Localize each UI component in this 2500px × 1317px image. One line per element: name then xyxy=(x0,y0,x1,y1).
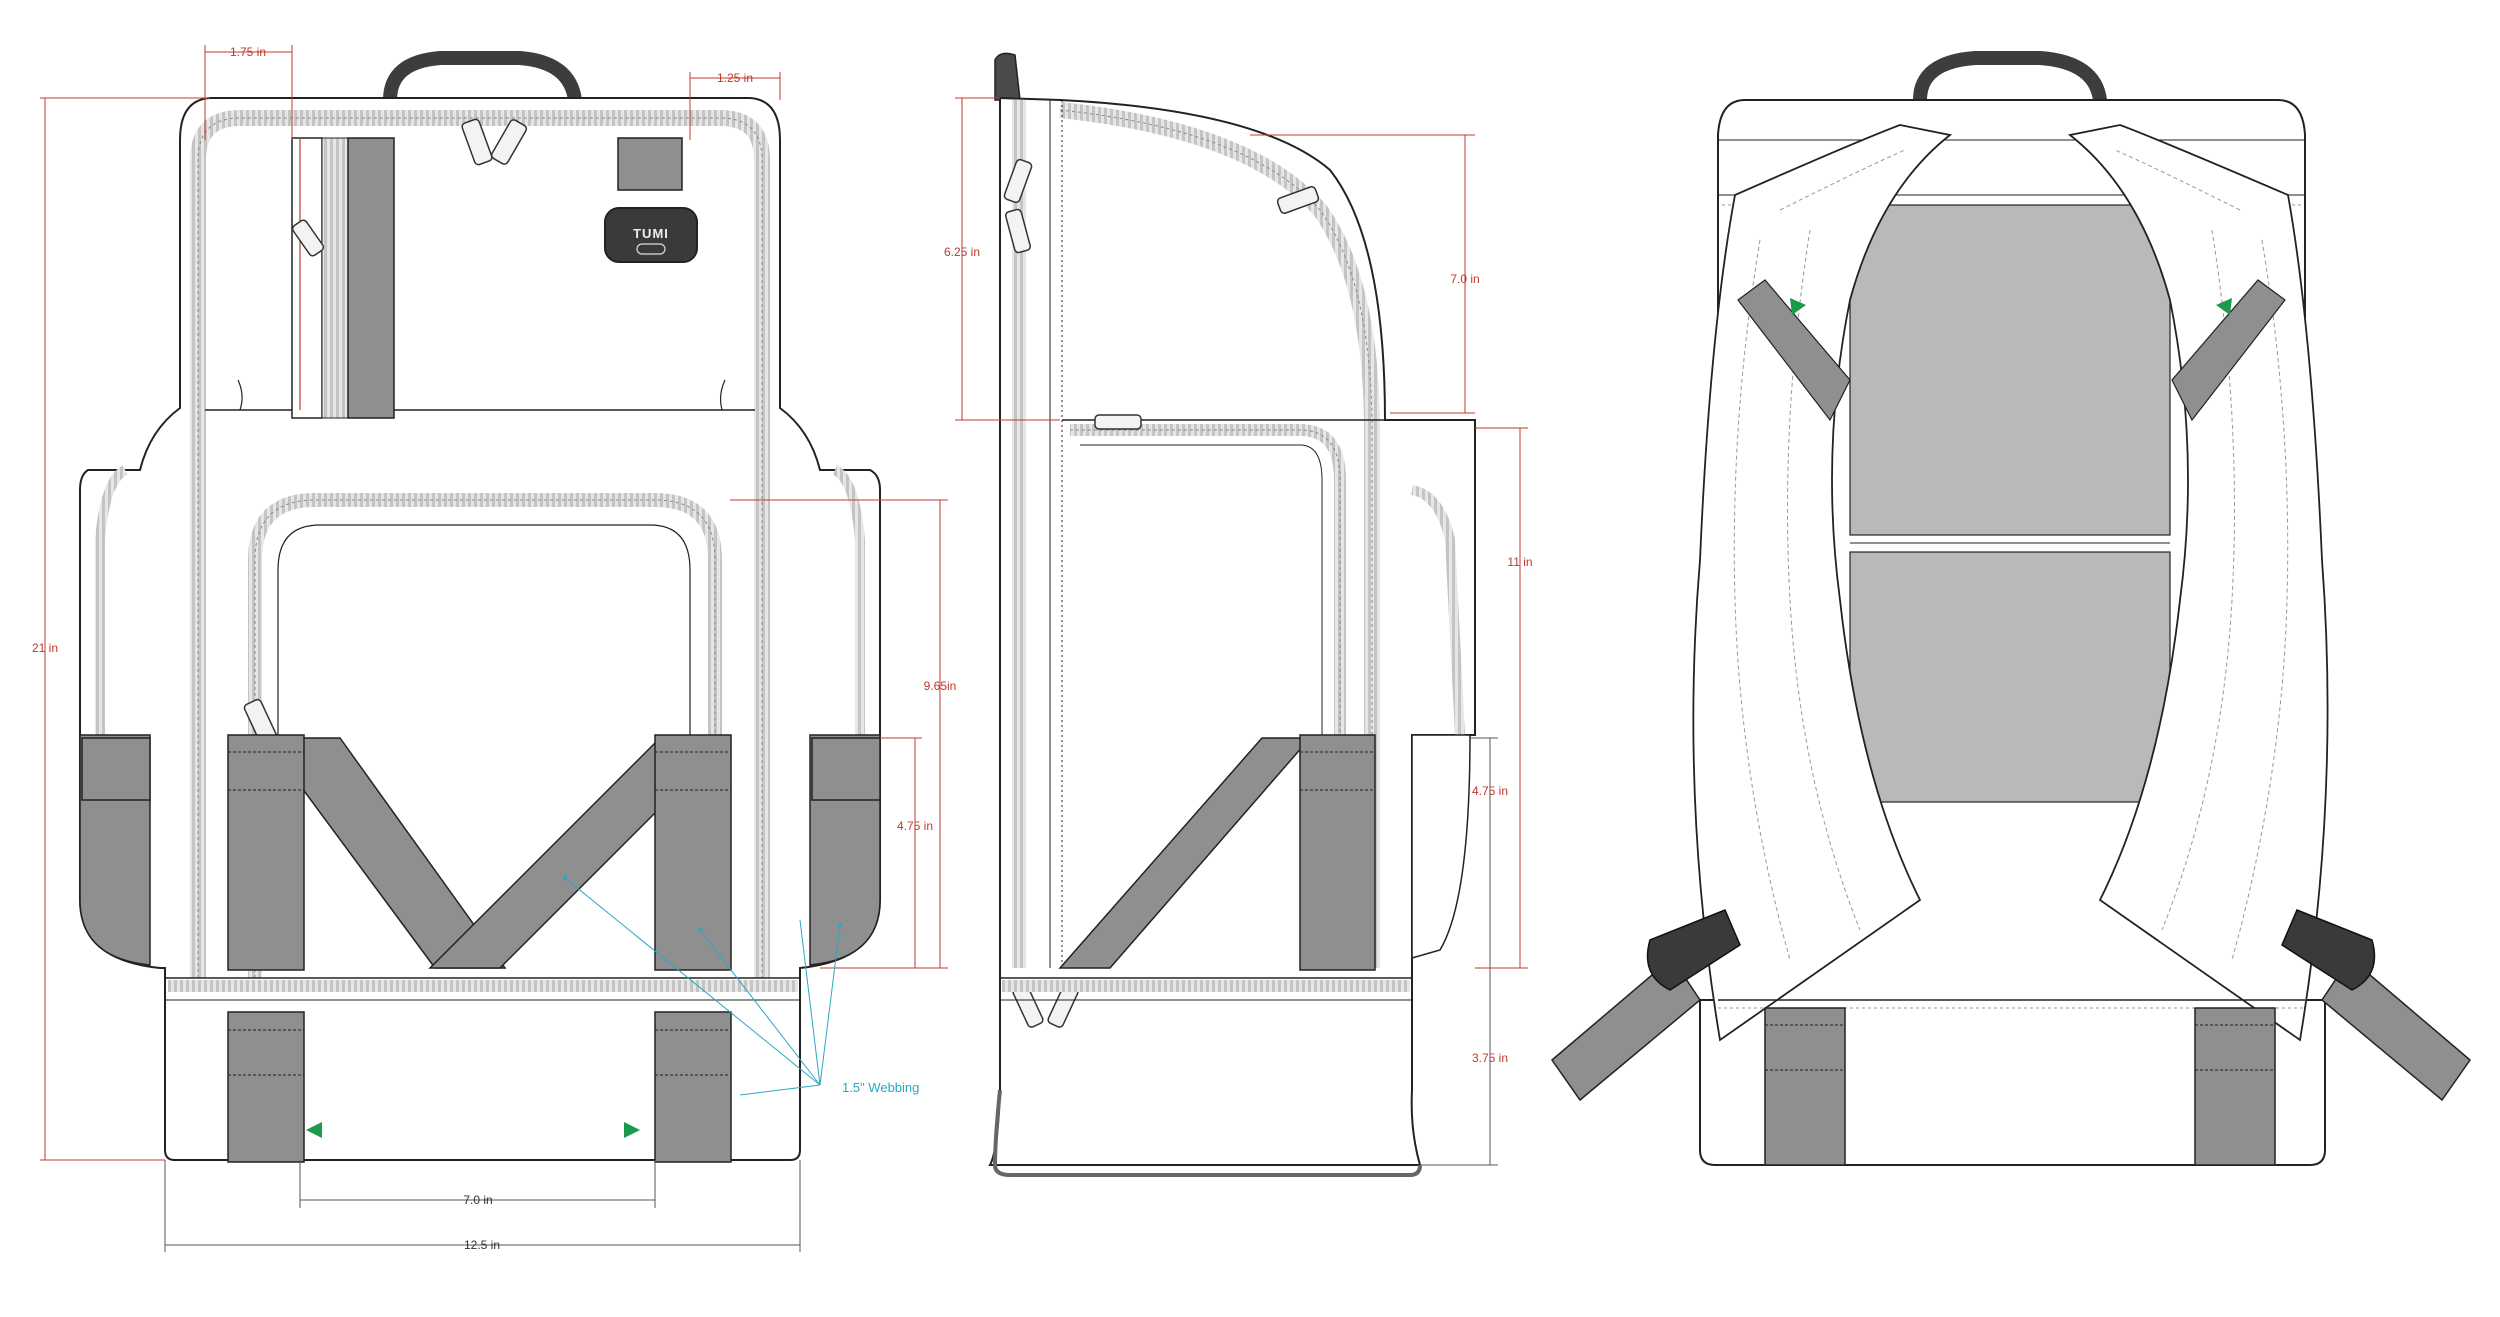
front-left-side-webbing xyxy=(81,737,151,801)
front-logo-badge xyxy=(604,207,698,263)
front-base-zipper xyxy=(168,980,798,992)
top-handle xyxy=(383,51,582,107)
back-left-strap-webbing xyxy=(1737,279,1851,422)
front-dim-height: 21 in xyxy=(32,641,58,655)
front-dim-strap-width: 1.75 in xyxy=(230,45,266,59)
back-right-lower-strap xyxy=(2321,956,2472,1102)
front-brand-logo: TUMI xyxy=(633,226,669,241)
front-webbing-callout: 1.5" Webbing xyxy=(842,1080,919,1095)
back-left-buckle xyxy=(1646,909,1741,991)
side-view: 6.25 in 7.0 in 11 in 4.75 in 3.75 in xyxy=(944,52,1533,1177)
back-right-buckle xyxy=(2281,909,2376,991)
front-arrow-left-icon xyxy=(306,1122,322,1138)
front-dim-right-margin: 1.25 in xyxy=(717,71,753,85)
front-right-side-pocket xyxy=(832,465,865,735)
side-dim-top-section: 6.25 in xyxy=(944,245,980,259)
side-dim-middle-section: 11 in xyxy=(1507,555,1532,569)
back-panel-upper xyxy=(1849,204,2171,536)
front-arrow-right-icon xyxy=(624,1122,640,1138)
side-vertical-webbing xyxy=(1299,734,1376,971)
front-logo-tab xyxy=(617,137,683,191)
front-left-side-pocket xyxy=(95,465,128,735)
back-view xyxy=(1550,51,2472,1166)
back-base-strap-left xyxy=(1764,1007,1846,1166)
front-top-strap-zipper xyxy=(321,137,349,419)
back-left-shoulder-strap xyxy=(1692,124,1953,1042)
back-panel-lower xyxy=(1849,551,2171,803)
back-right-shoulder-strap xyxy=(2067,124,2329,1042)
front-dim-width: 12.5 in xyxy=(464,1238,500,1252)
side-back-zipper xyxy=(1012,100,1026,968)
back-left-arrow-icon xyxy=(1790,298,1806,315)
front-right-side-webbing xyxy=(811,737,881,801)
front-base-strap-right xyxy=(654,1011,732,1163)
front-top-strap-left xyxy=(291,137,323,419)
front-zipper-pull-top xyxy=(291,118,528,257)
front-top-strap xyxy=(347,137,395,419)
side-dim-upper-curve: 7.0 in xyxy=(1450,272,1479,286)
front-view: TUMI xyxy=(32,45,956,1252)
front-m-webbing xyxy=(227,734,732,971)
front-dim-strap-spacing: 7.0 in xyxy=(463,1193,492,1207)
back-right-arrow-icon xyxy=(2216,298,2232,315)
back-right-strap-webbing xyxy=(2171,279,2286,422)
front-base-strap-left xyxy=(227,1011,305,1163)
front-dim-pocket-height: 9.65in xyxy=(924,679,957,693)
side-dim-webbing-height: 4.75 in xyxy=(1472,784,1508,798)
back-left-lower-strap xyxy=(1550,956,1701,1102)
back-top-handle xyxy=(1913,51,2107,107)
side-dim-base-section: 3.75 in xyxy=(1472,1051,1508,1065)
back-base-strap-right xyxy=(2194,1007,2276,1166)
front-dim-webbing-height: 4.75 in xyxy=(897,819,933,833)
